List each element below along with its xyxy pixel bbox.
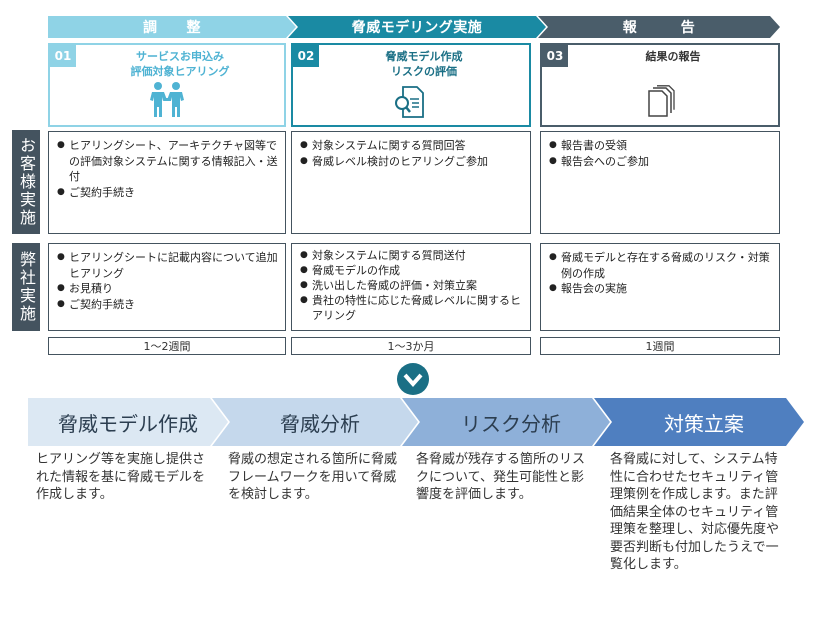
company-task-box-1: ヒアリングシートに記載内容について追加ヒアリング お見積り ご契約手続き (48, 243, 286, 331)
documents-stack-icon (645, 85, 675, 123)
list-item: 脅威レベル検討のヒアリングご参加 (300, 154, 524, 170)
step-title-line1: 脅威モデル作成 (385, 50, 463, 63)
list-item: 対象システムに関する質問回答 (300, 138, 524, 154)
phase-label: 脅威モデリング実施 (351, 20, 483, 36)
step-number: 03 (542, 45, 568, 67)
company-task-box-2: 対象システムに関する質問送付 脅威モデルの作成 洗い出した脅威の評価・対策立案 … (291, 243, 531, 331)
process-countermeasure: 対策立案 (594, 398, 804, 446)
process-description-2: 脅威の想定される箇所に脅威フレームワークを用いて脅威を検討します。 (228, 452, 398, 502)
process-label: 対策立案 (664, 411, 744, 436)
process-description-4: 各脅威に対して、システム特性に合わせたセキュリティ管理策例を作成します。また評価… (610, 452, 780, 572)
process-label: 脅威モデル作成 (58, 411, 198, 436)
step-number: 02 (293, 45, 319, 67)
customer-task-box-2: 対象システムに関する質問回答 脅威レベル検討のヒアリングご参加 (291, 131, 531, 234)
list-item: 報告会の実施 (549, 281, 773, 297)
process-description-1: ヒアリング等を実施し提供された情報を基に脅威モデルを作成します。 (36, 452, 206, 502)
list-item: ヒアリングシート、アーキテクチャ図等での評価対象システムに関する情報記入・送付 (57, 138, 279, 185)
down-arrow-icon (397, 363, 429, 395)
process-label: 脅威分析 (280, 411, 360, 436)
process-description-3: 各脅威が残存する箇所のリスクについて、発生可能性と影響度を評価します。 (416, 452, 586, 502)
step-title: 結果の報告 (568, 49, 778, 64)
list-item: ご契約手続き (57, 297, 279, 313)
step-title: 脅威モデル作成 リスクの評価 (319, 49, 529, 79)
duration-2: 1～3か月 (291, 337, 531, 355)
step-title-line2: 評価対象ヒアリング (130, 65, 230, 78)
list-item: 報告会へのご参加 (549, 154, 773, 170)
phase-report: 報 告 (538, 16, 780, 38)
list-item: ご契約手続き (57, 185, 279, 201)
list-item: ヒアリングシートに記載内容について追加ヒアリング (57, 250, 279, 281)
customer-task-box-3: 報告書の受領 報告会へのご参加 (540, 131, 780, 234)
process-threat-analysis: 脅威分析 (212, 398, 418, 446)
list-item: お見積り (57, 281, 279, 297)
list-item: 対象システムに関する質問送付 (300, 248, 524, 263)
phase-adjust: 調 整 (48, 16, 296, 38)
list-item: 報告書の受領 (549, 138, 773, 154)
list-item: 脅威モデルの作成 (300, 263, 524, 278)
people-handshake-icon (145, 81, 189, 123)
list-item: 脅威モデルと存在する脅威のリスク・対策例の作成 (549, 250, 773, 281)
step-title-line1: サービスお申込み (136, 50, 224, 63)
step-title: サービスお申込み 評価対象ヒアリング (76, 49, 284, 79)
step-box-02: 02 脅威モデル作成 リスクの評価 (291, 43, 531, 127)
customer-task-box-1: ヒアリングシート、アーキテクチャ図等での評価対象システムに関する情報記入・送付 … (48, 131, 286, 234)
row-label-company: 弊社実施 (12, 243, 40, 331)
company-task-box-3: 脅威モデルと存在する脅威のリスク・対策例の作成 報告会の実施 (540, 243, 780, 331)
document-search-icon (393, 85, 429, 123)
row-label-customer: お客様実施 (12, 130, 40, 234)
process-threat-model: 脅威モデル作成 (28, 398, 228, 446)
phase-threat-modeling: 脅威モデリング実施 (288, 16, 546, 38)
step-box-01: 01 サービスお申込み 評価対象ヒアリング (48, 43, 286, 127)
step-box-03: 03 結果の報告 (540, 43, 780, 127)
list-item: 貴社の特性に応じた脅威レベルに関するヒアリング (300, 293, 524, 323)
step-title-line2: リスクの評価 (391, 65, 457, 78)
phase-label: 調 整 (143, 20, 201, 36)
duration-1: 1～2週間 (48, 337, 286, 355)
step-title-line1: 結果の報告 (645, 50, 701, 63)
process-label: リスク分析 (461, 411, 561, 436)
phase-label: 報 告 (622, 20, 696, 36)
duration-3: 1週間 (540, 337, 780, 355)
process-risk-analysis: リスク分析 (402, 398, 610, 446)
list-item: 洗い出した脅威の評価・対策立案 (300, 278, 524, 293)
step-number: 01 (50, 45, 76, 67)
